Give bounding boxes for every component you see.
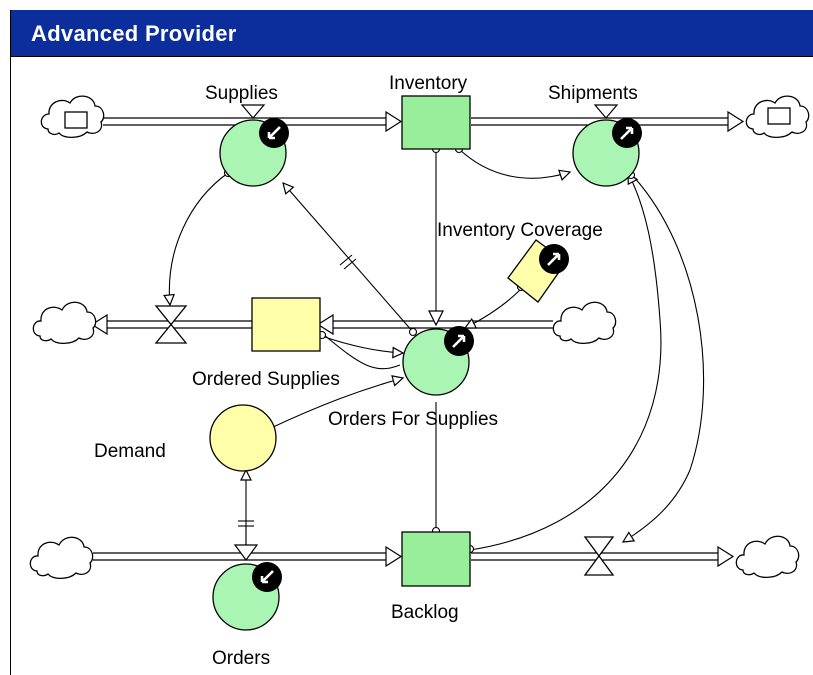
cloud-orders-source bbox=[29, 536, 94, 580]
pipe-ordered-outflow bbox=[90, 313, 252, 336]
stock-backlog[interactable] bbox=[401, 531, 471, 587]
flow-indicator-arrows bbox=[233, 104, 619, 562]
clouds bbox=[29, 95, 810, 580]
cloud-supplies-source bbox=[40, 95, 105, 139]
aux-demand[interactable] bbox=[209, 404, 277, 472]
label-backlog: Backlog bbox=[391, 602, 459, 623]
label-inventory-coverage: Inventory Coverage bbox=[437, 220, 603, 241]
link-backlog-to-shipments bbox=[469, 173, 662, 551]
stock-inventory[interactable] bbox=[401, 95, 471, 150]
stocks bbox=[251, 95, 471, 587]
link-shipments-to-valve bbox=[623, 175, 705, 542]
label-ordered-supplies: Ordered Supplies bbox=[192, 369, 340, 390]
cloud-shipments-sink bbox=[745, 95, 810, 139]
link-orders-for-supplies-to-supplies bbox=[283, 183, 414, 333]
link-supplies-to-valve bbox=[169, 172, 229, 305]
cloud-orders-for-supplies-source bbox=[552, 301, 617, 345]
cloud-ordered-sink bbox=[32, 301, 97, 345]
ghost-link-icon bbox=[539, 244, 569, 274]
labels: Supplies Inventory Shipments Inventory C… bbox=[94, 73, 638, 669]
label-shipments: Shipments bbox=[548, 83, 638, 104]
link-inventory-to-shipments bbox=[458, 148, 570, 178]
ghost-link-icon bbox=[444, 326, 474, 356]
valve-ordered-outflow bbox=[154, 305, 188, 344]
label-supplies: Supplies bbox=[205, 83, 278, 104]
valve-backlog-outflow bbox=[583, 536, 615, 576]
badges bbox=[252, 118, 642, 592]
auxiliaries bbox=[209, 239, 567, 472]
cloud-backlog-sink bbox=[735, 535, 800, 579]
connectors bbox=[169, 148, 705, 553]
stock-ordered-supplies[interactable] bbox=[251, 297, 321, 352]
link-ordered-supplies-aux bbox=[322, 333, 401, 370]
label-orders-for-supplies: Orders For Supplies bbox=[328, 409, 498, 430]
link-ordered-supplies-to-orders-for-supplies bbox=[321, 335, 403, 353]
link-coverage-to-orders-for-supplies bbox=[465, 288, 522, 328]
window-title: Advanced Provider bbox=[31, 21, 237, 46]
ghost-link-icon bbox=[252, 562, 282, 592]
label-inventory: Inventory bbox=[389, 73, 468, 94]
label-demand: Demand bbox=[94, 441, 166, 462]
ghost-link-icon bbox=[612, 118, 642, 148]
title-bar: Advanced Provider bbox=[11, 10, 813, 57]
pipe-orders-for-supplies bbox=[316, 313, 553, 336]
valves bbox=[154, 305, 615, 576]
link-demand-to-orders-for-supplies bbox=[270, 378, 403, 429]
ghost-link-icon bbox=[259, 118, 289, 148]
label-orders: Orders bbox=[212, 648, 270, 669]
